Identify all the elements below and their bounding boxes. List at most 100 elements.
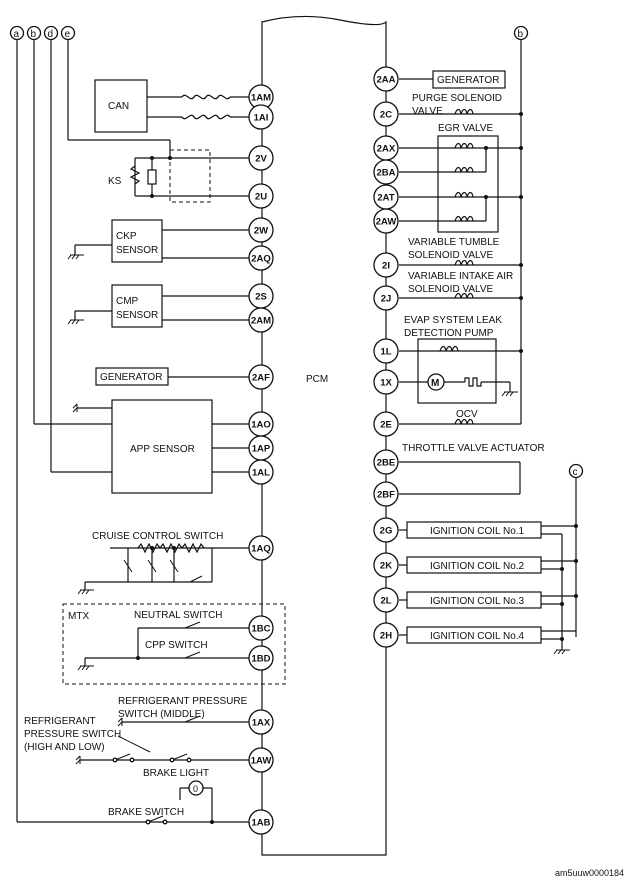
cmp-label-2: SENSOR bbox=[116, 310, 158, 321]
ignition-coil-3-label: IGNITION COIL No.3 bbox=[430, 596, 525, 607]
pin-label: 2I bbox=[382, 261, 390, 272]
tumble-label-1: VARIABLE TUMBLE bbox=[408, 237, 500, 248]
pin-label: 1BC bbox=[251, 624, 270, 635]
pin-2g bbox=[373, 517, 399, 543]
pin-2am bbox=[248, 307, 274, 333]
left-bus: a b d e bbox=[9, 25, 76, 822]
pin-2h bbox=[373, 622, 399, 648]
ocv: OCV bbox=[399, 405, 522, 425]
pin-label: 1X bbox=[380, 378, 392, 389]
can-block: CAN bbox=[94, 79, 249, 133]
ks-label: KS bbox=[108, 176, 122, 187]
pin-label: 2E bbox=[380, 420, 392, 431]
refrig-mid-label-1: REFRIGERANT PRESSURE bbox=[118, 696, 248, 707]
ignition-coil-1-label: IGNITION COIL No.1 bbox=[430, 526, 525, 537]
pin-2j bbox=[373, 285, 399, 311]
egr-valve: EGR VALVE bbox=[399, 123, 523, 233]
bus-e-label: e bbox=[65, 29, 71, 40]
pin-label: 2L bbox=[380, 596, 391, 607]
refrig-hl-label-2: PRESSURE SWITCH bbox=[24, 729, 121, 740]
pin-1ab bbox=[248, 809, 274, 835]
cruise-control-switch: CRUISE CONTROL SWITCH bbox=[77, 531, 249, 595]
pin-1ax bbox=[248, 709, 274, 735]
neutral-switch-label: NEUTRAL SWITCH bbox=[134, 610, 223, 621]
pin-2v bbox=[248, 145, 274, 171]
cmp-sensor: CMP SENSOR bbox=[67, 284, 249, 328]
pin-1al bbox=[248, 459, 274, 485]
pin-label: 1AB bbox=[251, 818, 270, 829]
pin-label: 2AT bbox=[377, 193, 394, 204]
pin-2aq bbox=[248, 245, 274, 271]
bus-a-marker bbox=[9, 25, 25, 41]
pin-label: 2U bbox=[255, 192, 267, 203]
bus-c-label: c bbox=[573, 467, 578, 478]
egr-label: EGR VALVE bbox=[438, 123, 494, 134]
pin-label: 2K bbox=[380, 561, 392, 572]
throttle-valve-actuator: THROTTLE VALVE ACTUATOR bbox=[399, 443, 545, 495]
refrig-hl-label-3: (HIGH AND LOW) bbox=[24, 742, 105, 753]
variable-intake-air-solenoid: VARIABLE INTAKE AIR SOLENOID VALVE bbox=[399, 271, 523, 300]
pin-2i bbox=[373, 252, 399, 278]
evap-label-1: EVAP SYSTEM LEAK bbox=[404, 315, 502, 326]
pcm-outline bbox=[261, 15, 387, 856]
ignition-coil-4-label: IGNITION COIL No.4 bbox=[430, 631, 525, 642]
ks-block: KS bbox=[68, 139, 249, 203]
tumble-label-2: SOLENOID VALVE bbox=[408, 250, 494, 261]
bus-d-label: d bbox=[48, 29, 54, 40]
pin-2aa bbox=[373, 66, 399, 92]
pin-2bf bbox=[373, 481, 399, 507]
ckp-label-2: SENSOR bbox=[116, 245, 158, 256]
refrigerant-switch-high-low: REFRIGERANT PRESSURE SWITCH (HIGH AND LO… bbox=[24, 716, 249, 779]
pin-2k bbox=[373, 552, 399, 578]
pin-label: 2G bbox=[380, 526, 393, 537]
pin-label: 1AI bbox=[254, 113, 269, 124]
generator-left: GENERATOR bbox=[95, 367, 249, 386]
generator-left-label: GENERATOR bbox=[100, 372, 162, 383]
ckp-sensor: CKP SENSOR bbox=[67, 219, 249, 263]
brake-light-label: BRAKE LIGHT bbox=[143, 768, 209, 779]
pin-2be bbox=[373, 449, 399, 475]
pin-label: 1AL bbox=[252, 468, 270, 479]
pin-label: 2V bbox=[255, 154, 267, 165]
figure-code: am5uuw0000184 bbox=[555, 868, 624, 878]
bus-d-marker bbox=[43, 25, 59, 41]
bus-a-label: a bbox=[14, 29, 20, 40]
bus-b-right-label: b bbox=[518, 29, 524, 40]
pin-1x bbox=[373, 369, 399, 395]
pin-label: 2AF bbox=[252, 373, 270, 384]
pin-2af bbox=[248, 364, 274, 390]
intake-label-1: VARIABLE INTAKE AIR bbox=[408, 271, 513, 282]
pin-1bd bbox=[248, 645, 274, 671]
bus-e-marker bbox=[60, 25, 76, 41]
pin-label: 2AQ bbox=[251, 254, 271, 265]
pin-label: 1BD bbox=[251, 654, 270, 665]
generator-right: GENERATOR bbox=[399, 70, 506, 89]
pin-1aq bbox=[248, 535, 274, 561]
pcm-label: PCM bbox=[306, 374, 328, 385]
ignition-coils: IGNITION COIL No.1 IGNITION COIL No.2 IG… bbox=[399, 521, 578, 655]
pin-label: 2AX bbox=[377, 144, 396, 155]
ckp-label-1: CKP bbox=[116, 231, 137, 242]
bus-b-right-marker bbox=[513, 25, 529, 41]
pin-1l bbox=[373, 338, 399, 364]
motor-label: M bbox=[431, 378, 439, 389]
refrigerant-switch-middle: REFRIGERANT PRESSURE SWITCH (MIDDLE) bbox=[117, 696, 249, 727]
intake-label-2: SOLENOID VALVE bbox=[408, 284, 494, 295]
bus-b-label: b bbox=[31, 29, 37, 40]
variable-tumble-solenoid: VARIABLE TUMBLE SOLENOID VALVE bbox=[399, 237, 523, 267]
bus-b-marker bbox=[26, 25, 42, 41]
pin-label: 1AO bbox=[251, 420, 271, 431]
refrig-hl-label-1: REFRIGERANT bbox=[24, 716, 96, 727]
ocv-label: OCV bbox=[456, 409, 478, 420]
pin-2w bbox=[248, 217, 274, 243]
evap-label-2: DETECTION PUMP bbox=[404, 328, 494, 339]
pin-label: 1AM bbox=[251, 93, 271, 104]
refrig-mid-label-2: SWITCH (MIDDLE) bbox=[118, 709, 205, 720]
right-connector-pins: 2AA2C2AX2BA2AT2AW2I2J1L1X2E2BE2BF2G2K2L2… bbox=[373, 66, 399, 648]
pin-label: 2S bbox=[255, 292, 267, 303]
pin-label: 2H bbox=[380, 631, 392, 642]
throttle-label: THROTTLE VALVE ACTUATOR bbox=[402, 443, 545, 454]
purge-label-1: PURGE SOLENOID bbox=[412, 93, 502, 104]
left-connector-pins: 1AM1AI2V2U2W2AQ2S2AM2AF1AO1AP1AL1AQ1BC1B… bbox=[248, 84, 274, 835]
pin-label: 1AP bbox=[252, 444, 271, 455]
